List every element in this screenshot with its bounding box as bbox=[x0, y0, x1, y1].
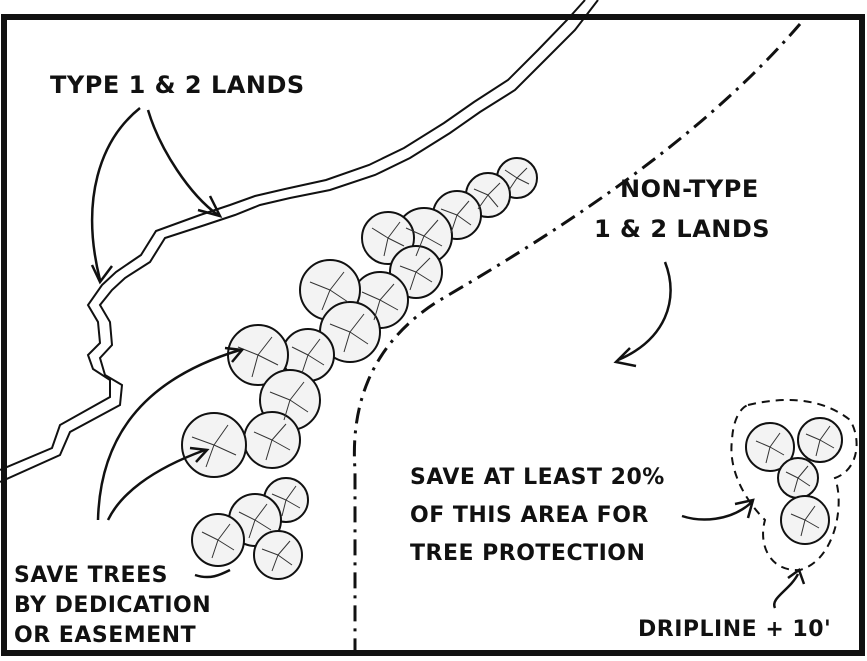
arrow-savetrees-3 bbox=[194, 568, 231, 579]
diagram-frame bbox=[1, 14, 865, 656]
arrow-save20 bbox=[681, 501, 753, 521]
tree-canopy-cluster bbox=[181, 157, 538, 580]
arrows bbox=[90, 107, 806, 609]
label-savetrees-line3: OR EASEMENT bbox=[14, 623, 196, 648]
label-save20-line1: SAVE AT LEAST 20% bbox=[410, 465, 665, 490]
label-nontype-line2: 1 & 2 LANDS bbox=[594, 215, 770, 243]
label-savetrees-line2: BY DEDICATION bbox=[14, 593, 211, 618]
type12-boundary-double-line bbox=[0, 0, 599, 483]
arrow-type12-right bbox=[146, 109, 219, 217]
canopy-texture bbox=[191, 167, 530, 572]
label-save20-line2: OF THIS AREA FOR bbox=[410, 503, 649, 528]
arrow-type12-left bbox=[90, 107, 141, 281]
label-nontype-line1: NON-TYPE bbox=[620, 175, 759, 203]
label-dripline: DRIPLINE + 10' bbox=[638, 617, 831, 642]
dripline-dashed-boundary bbox=[730, 399, 858, 572]
label-save20-line3: TREE PROTECTION bbox=[410, 541, 645, 566]
arrow-nontype bbox=[617, 261, 672, 362]
label-savetrees-line1: SAVE TREES bbox=[14, 563, 168, 588]
small-tree-cluster bbox=[730, 399, 858, 572]
arrow-dripline bbox=[773, 573, 800, 609]
arrow-savetrees-1 bbox=[96, 348, 241, 521]
arrow-savetrees-2 bbox=[106, 448, 206, 521]
label-type12-lands: TYPE 1 & 2 LANDS bbox=[50, 71, 305, 99]
